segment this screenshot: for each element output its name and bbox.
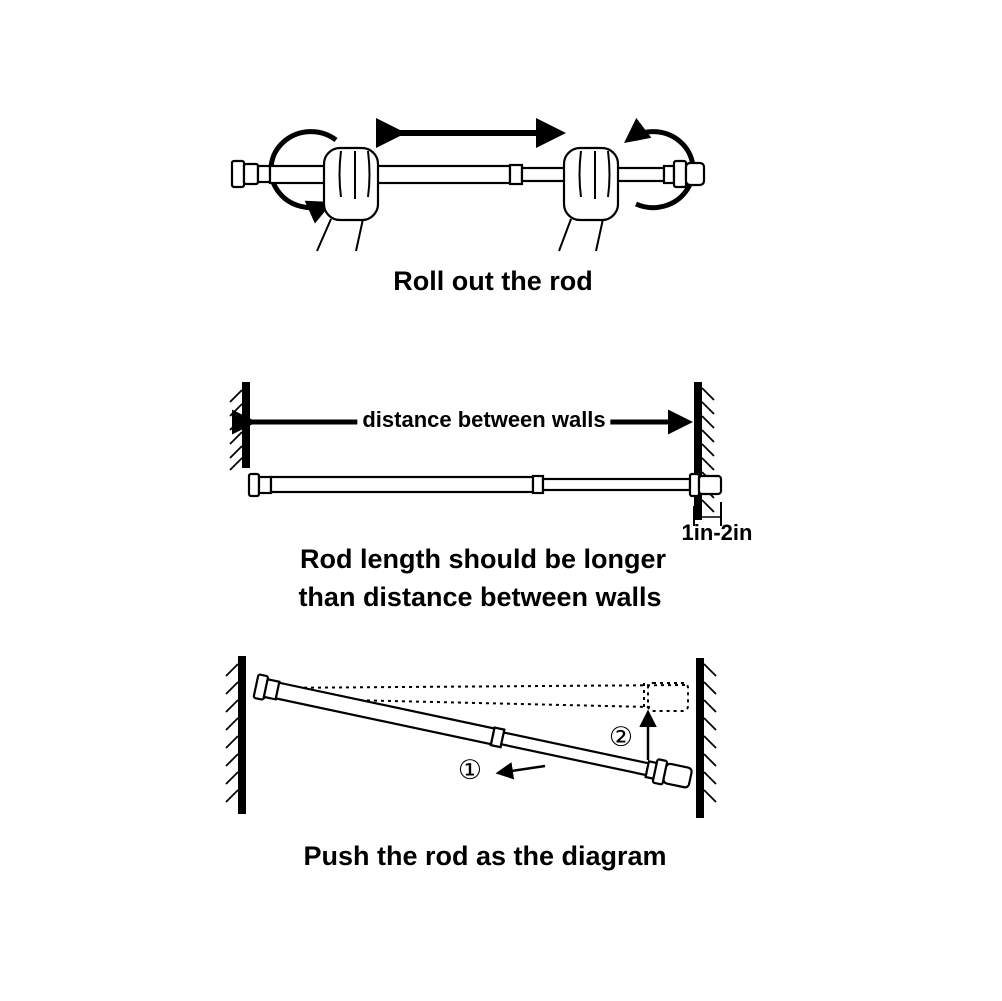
rod-junction-collar — [531, 474, 545, 495]
right-fist — [562, 146, 620, 222]
step1-caption: Roll out the rod — [393, 266, 593, 296]
overlap-label: 1in-2in — [681, 520, 753, 545]
rod-left-neck — [257, 475, 273, 495]
left-wall-hatching — [229, 389, 243, 471]
step3-right-wall — [696, 658, 717, 818]
step3-illustration — [225, 656, 717, 818]
rod-right-end-cap — [662, 762, 693, 789]
step2-illustration — [229, 382, 723, 526]
rod-left-step — [256, 164, 272, 184]
rod-thin-tube — [541, 477, 692, 492]
left-hand — [316, 146, 380, 252]
overlap-dimension-ticks — [693, 502, 722, 526]
step1-illustration — [230, 117, 706, 252]
step3-left-wall — [225, 656, 246, 814]
step3-marker-2: ② — [608, 722, 634, 753]
dimension-ticks — [693, 502, 722, 526]
dotted-outline-top — [261, 684, 687, 689]
rod-right-flange — [672, 159, 688, 189]
rod-thick-tube — [269, 475, 535, 494]
left-wall-bar — [238, 656, 246, 814]
step2-caption-line1: Rod length should be longer — [300, 544, 666, 574]
left-wall-hatching — [225, 663, 239, 803]
left-wall-bar — [242, 382, 250, 468]
step3-caption: Push the rod as the diagram — [303, 841, 667, 871]
rod-angled — [252, 673, 693, 789]
distance-label: distance between walls — [357, 407, 611, 433]
rod-thick-tube — [274, 681, 496, 746]
left-fist — [322, 146, 380, 222]
rod-left-end-cap — [230, 159, 246, 189]
right-fingers — [578, 150, 611, 199]
rod-right-step — [662, 164, 676, 185]
right-wall-hatching — [703, 663, 717, 803]
step2-left-wall — [229, 382, 250, 471]
rod-junction-collar — [508, 163, 524, 186]
step2-right-wall — [694, 382, 715, 520]
right-wall-bar — [696, 658, 704, 818]
rod-thick-tube — [268, 164, 512, 185]
rod-left-end-cap — [247, 472, 261, 498]
right-wrist — [558, 218, 604, 252]
step1-rod — [230, 159, 706, 189]
rod-left-neck — [242, 162, 260, 186]
push-direction-arrow — [495, 762, 546, 780]
step2-caption-line2: than distance between walls — [298, 582, 662, 612]
right-hand — [558, 146, 620, 252]
right-wall-bar — [694, 382, 702, 520]
left-wrist — [316, 218, 364, 252]
step3-marker-1: ① — [457, 755, 483, 786]
rod-right-end-cap — [684, 161, 706, 187]
rod-right-end-cap — [697, 474, 723, 496]
step2-rod — [247, 472, 723, 498]
dotted-end-cap — [647, 682, 689, 712]
left-fingers — [338, 150, 371, 199]
rod-right-flange — [688, 472, 701, 498]
